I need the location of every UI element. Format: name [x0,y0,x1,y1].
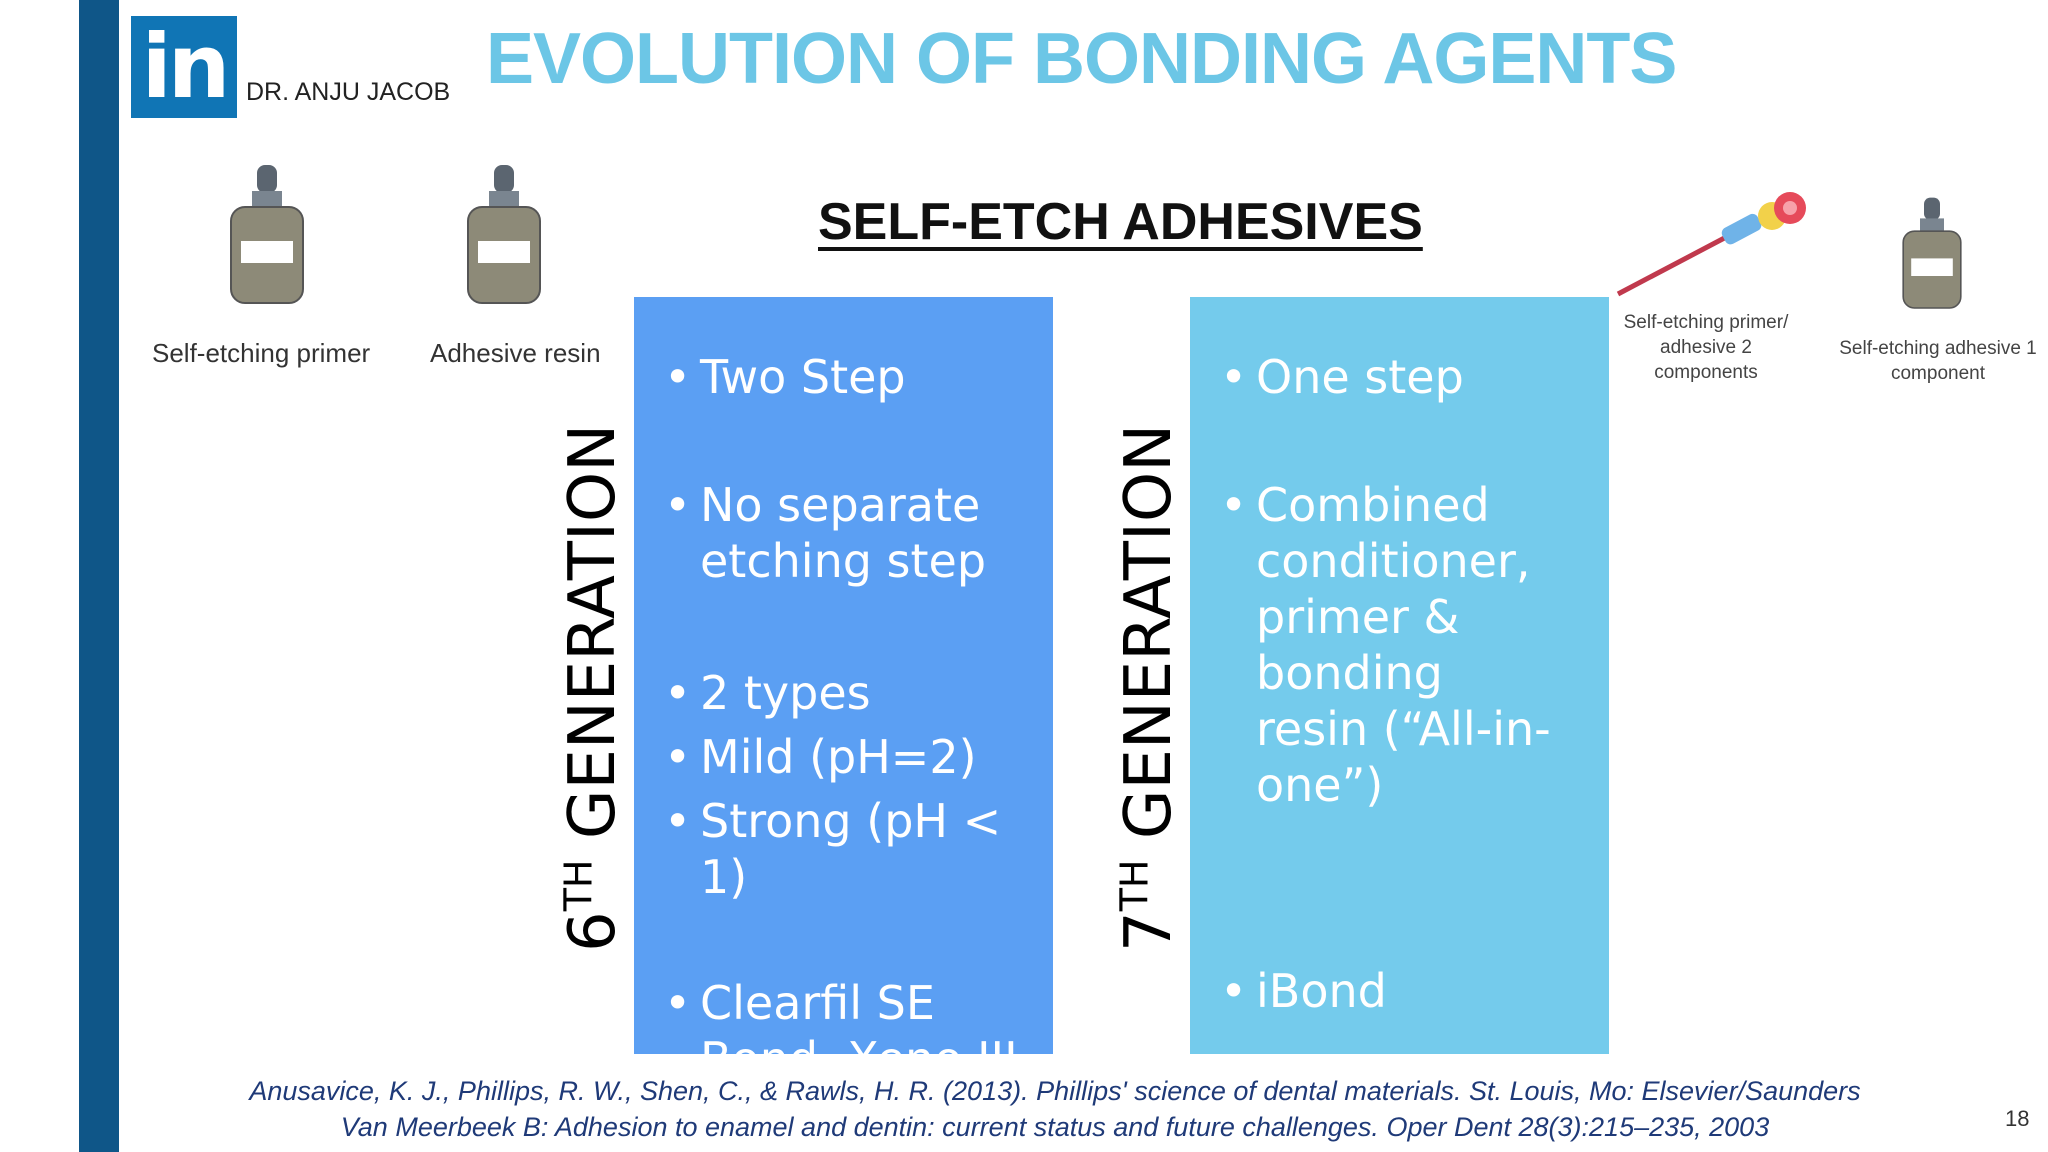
list-item: Two Step [664,349,1053,405]
page-number: 18 [2005,1106,2030,1131]
author-name: DR. ANJU JACOB [246,78,451,106]
two-component-label: Self-etching primer/ adhesive 2 componen… [1623,312,1789,383]
sixth-generation-label: 6TH GENERATION [556,423,630,952]
list-item: iBond [1220,963,1609,1019]
applicator-icon [1616,192,1806,297]
primer-label: Self-etching primer [152,338,371,368]
reference-2: Van Meerbeek B: Adhesion to enamel and d… [340,1112,1770,1142]
list-item: Clearfil SE Bond, Xeno III [664,975,1053,1087]
list-item: 2 types [664,665,1053,721]
single-adhesive-bottle-icon [1902,197,1962,309]
seventh-generation-label: 7TH GENERATION [1112,423,1186,952]
list-item: Strong (pH < 1) [664,793,1053,905]
list-item: No separate etching step [664,477,1053,589]
accent-side-bar [79,0,119,1152]
list-item: Mild (pH=2) [664,729,1053,785]
list-item: Combined conditioner, primer & bonding r… [1220,477,1556,813]
linkedin-logo-icon: in [131,16,237,118]
seventh-generation-box: One step Combined conditioner, primer & … [1190,297,1609,1054]
one-component-label: Self-etching adhesive 1 component [1839,338,2037,384]
adhesive-resin-label: Adhesive resin [430,338,601,368]
primer-bottle-icon [230,165,304,304]
list-item: One step [1220,349,1609,405]
adhesive-bottle-icon [467,165,541,304]
sixth-generation-box: Two Step No separate etching step 2 type… [634,297,1053,1086]
slide-title: EVOLUTION OF BONDING AGENTS [486,19,1677,99]
reference-1: Anusavice, K. J., Phillips, R. W., Shen,… [249,1076,1861,1106]
logo-text: in [141,15,231,118]
slide-subtitle: SELF-ETCH ADHESIVES [818,193,1423,251]
